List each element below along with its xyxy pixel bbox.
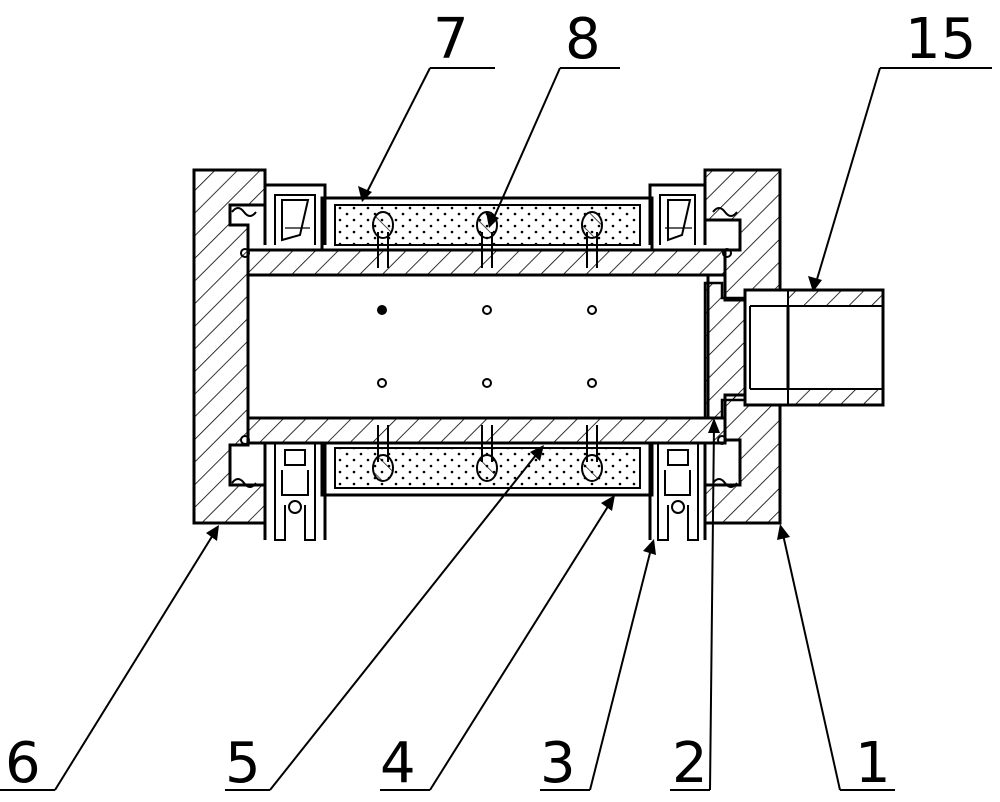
end-insert (703, 281, 747, 420)
seal-details (231, 207, 738, 488)
clamp-top-left (263, 183, 327, 245)
label-2: 2 (672, 731, 708, 796)
label-3: 3 (540, 731, 576, 796)
label-8: 8 (565, 7, 601, 72)
main-tube-bottom (246, 416, 727, 445)
bore (246, 273, 710, 420)
label-4: 4 (380, 731, 416, 796)
clamp-bottom-right (648, 443, 707, 541)
label-6: 6 (5, 731, 41, 796)
label-1: 1 (855, 731, 891, 796)
label-5: 5 (225, 731, 261, 796)
rods-top (372, 211, 603, 268)
clamp-top-right (648, 183, 707, 245)
rods-bottom (372, 425, 603, 482)
main-tube-top (246, 248, 727, 277)
leader-lines (0, 67, 992, 791)
clamp-bottom-left (263, 443, 327, 541)
label-7: 7 (433, 7, 469, 72)
outlet-pipe (743, 288, 885, 407)
label-15: 15 (905, 7, 976, 72)
